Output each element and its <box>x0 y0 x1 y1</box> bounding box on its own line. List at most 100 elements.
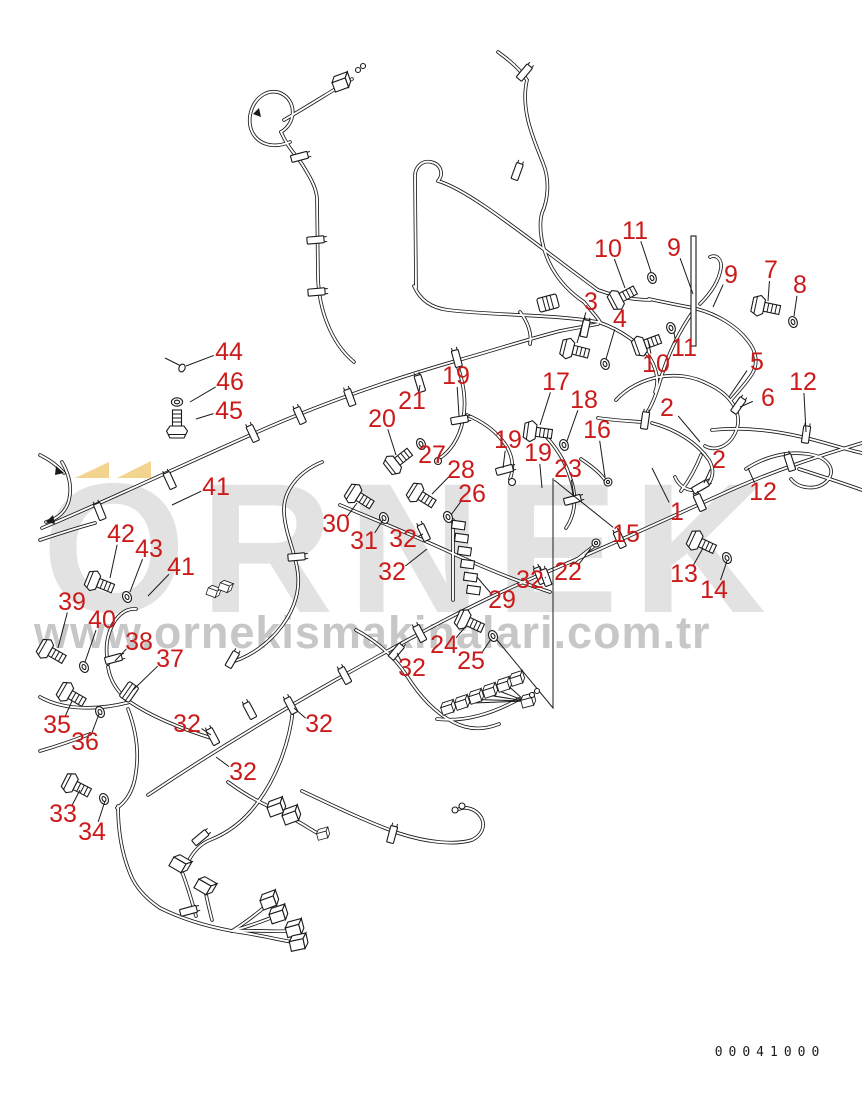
leader-line <box>693 547 704 566</box>
callout-9: 9 <box>667 234 681 262</box>
leader-line <box>185 354 214 367</box>
callout-39: 39 <box>58 588 86 616</box>
callout-11: 11 <box>671 334 697 362</box>
callout-37: 37 <box>156 645 184 673</box>
eyelet-terminal <box>433 456 443 466</box>
leader-line <box>129 558 144 593</box>
callout-19: 19 <box>494 426 522 454</box>
callout-33: 33 <box>49 800 77 828</box>
bolt-icon <box>749 293 783 321</box>
washer-icon <box>170 397 184 407</box>
leader-line <box>747 467 755 483</box>
leader-line <box>418 384 421 392</box>
leader-line <box>195 413 214 420</box>
callout-5: 5 <box>750 348 764 376</box>
callout-34: 34 <box>78 818 106 846</box>
eyelet-terminal <box>507 477 517 487</box>
leader-line <box>767 280 770 302</box>
watermark: ORNEK www.ornekismakinalari.com.tr <box>33 446 780 658</box>
callout-46: 46 <box>216 368 244 396</box>
rod-part <box>690 235 697 347</box>
leader-line <box>387 429 397 456</box>
callout-44: 44 <box>215 338 243 366</box>
callout-2: 2 <box>660 394 674 422</box>
callout-16: 16 <box>583 416 611 444</box>
leader-line <box>539 463 543 489</box>
callout-32: 32 <box>229 758 257 786</box>
callout-19: 19 <box>524 439 552 467</box>
callout-32: 32 <box>516 566 544 594</box>
callout-15: 15 <box>612 520 640 548</box>
leader-line <box>613 258 626 289</box>
callout-43: 43 <box>135 535 163 563</box>
callout-14: 14 <box>700 576 728 604</box>
grommet-part <box>119 681 139 703</box>
drawing-number: 00041000 <box>715 1045 826 1060</box>
callout-38: 38 <box>125 628 153 656</box>
leader-line <box>97 800 106 823</box>
leader-line <box>455 625 467 639</box>
leader-line <box>703 469 711 484</box>
callout-28: 28 <box>447 456 475 484</box>
leader-line <box>293 707 306 719</box>
callout-12: 12 <box>789 368 817 396</box>
bolt-icon <box>558 336 592 365</box>
leader-line <box>578 547 592 565</box>
leader-line <box>553 479 614 528</box>
leader-line <box>673 332 676 339</box>
callout-29: 29 <box>488 586 516 614</box>
leader-line <box>720 560 728 581</box>
washer-icon <box>645 270 659 286</box>
callout-18: 18 <box>570 386 598 414</box>
washer-icon <box>598 356 612 372</box>
leader-line <box>599 440 606 478</box>
leader-line <box>109 544 118 579</box>
callout-11: 11 <box>622 217 648 245</box>
leader-line <box>539 392 551 426</box>
callout-10: 10 <box>594 235 622 263</box>
leader-line <box>728 370 748 398</box>
leader-line <box>57 612 68 649</box>
leader-line <box>215 756 230 768</box>
leader-line <box>739 400 753 408</box>
bolt-icon <box>165 409 189 439</box>
callout-9: 9 <box>724 261 738 289</box>
washer-icon <box>664 320 678 336</box>
leader-line <box>793 295 798 317</box>
leader-line <box>450 501 462 516</box>
leader-line <box>147 573 170 597</box>
leader-line <box>677 415 701 443</box>
watermark-accent-triangle <box>117 461 151 478</box>
callout-26: 26 <box>458 480 486 508</box>
pin-part <box>178 363 186 373</box>
leader-line <box>712 284 724 308</box>
callout-32: 32 <box>173 710 201 738</box>
leader-line <box>431 476 450 495</box>
callout-40: 40 <box>88 606 116 634</box>
leader-line <box>576 312 587 344</box>
watermark-url: www.ornekismakinalari.com.tr <box>33 607 711 658</box>
callout-41: 41 <box>167 553 195 581</box>
callout-32: 32 <box>378 558 406 586</box>
leader-line <box>71 789 81 806</box>
callout-21: 21 <box>398 387 426 415</box>
leader-line <box>640 241 652 273</box>
leader-line <box>171 490 202 506</box>
callout-27: 27 <box>418 441 446 469</box>
watermark-accent-triangle <box>75 462 109 478</box>
callout-32: 32 <box>398 654 426 682</box>
leader-line <box>374 519 384 534</box>
fittings-layer <box>91 61 812 952</box>
callout-4: 4 <box>613 305 627 333</box>
callout-10: 10 <box>642 350 670 378</box>
callout-24: 24 <box>430 631 458 659</box>
callout-41: 41 <box>202 473 230 501</box>
watermark-brand: ORNEK <box>42 446 780 652</box>
callout-42: 42 <box>107 520 135 548</box>
leader-line <box>605 329 616 360</box>
callout-1: 1 <box>670 498 684 526</box>
callout-7: 7 <box>764 256 778 284</box>
leader-line <box>679 257 694 295</box>
